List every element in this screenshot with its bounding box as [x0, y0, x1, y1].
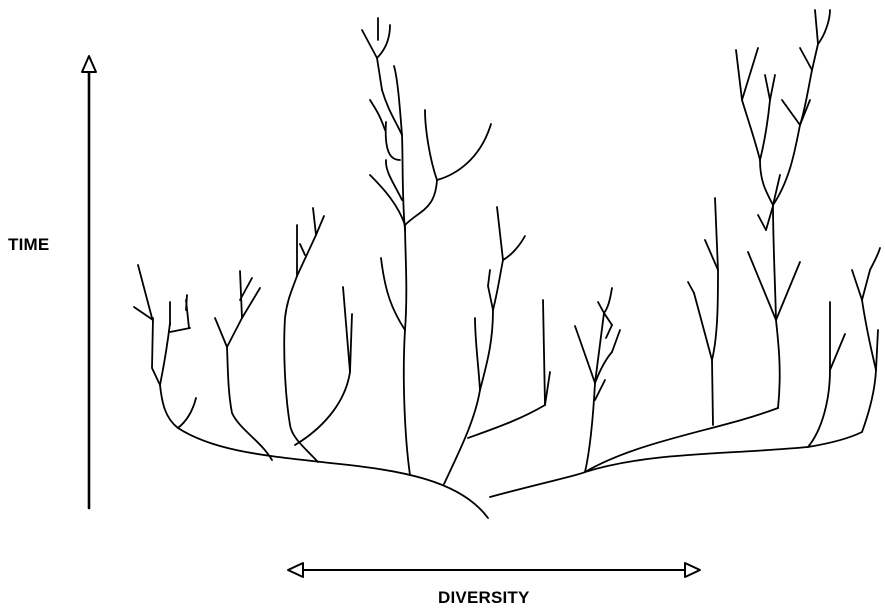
- clade-6: [575, 288, 620, 472]
- clade-3: [284, 208, 352, 462]
- diversity-axis-left-arrowhead-icon: [288, 563, 303, 577]
- diversity-axis-right-arrowhead-icon: [685, 563, 700, 577]
- clade-5: [444, 207, 550, 484]
- time-axis-label: TIME: [8, 235, 49, 255]
- radiation-tree: [134, 10, 880, 518]
- tree-base-left-branch: [178, 428, 488, 518]
- diversity-axis-arrow: [288, 563, 700, 577]
- clade-4: [362, 18, 491, 475]
- clade-2: [215, 271, 272, 460]
- clade-9: [808, 248, 880, 447]
- diversity-axis-label: DIVERSITY: [438, 588, 530, 608]
- clade-8: [736, 10, 830, 408]
- time-axis-arrow: [82, 56, 96, 508]
- clade-7: [688, 198, 718, 425]
- clade-1: [134, 265, 196, 428]
- time-axis-arrowhead-icon: [82, 56, 96, 72]
